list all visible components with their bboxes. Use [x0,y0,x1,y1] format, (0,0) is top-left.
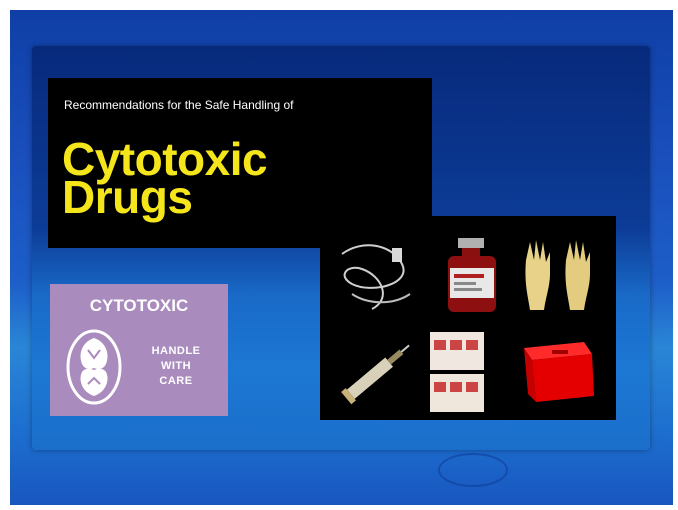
drug-vial-icon [448,238,496,312]
iv-tubing-icon [341,244,411,310]
handle-with-care-text: HANDLE WITH CARE [142,344,210,389]
care-line-3: CARE [159,375,193,387]
cytotoxic-hand-icon [66,329,122,405]
pad-packets-icon [430,332,484,412]
sharps-container-icon [524,342,594,402]
main-title-line2: Drugs [62,171,193,223]
cytotoxic-warning-label: CYTOTOXIC HANDLE WITH CARE [50,284,228,416]
care-line-2: WITH [160,360,192,372]
gloves-icon [525,240,590,310]
equipment-photo [320,216,616,420]
main-title: Cytotoxic Drugs [62,133,268,223]
water-ripple [438,453,508,487]
care-line-1: HANDLE [151,345,201,357]
label-heading: CYTOTOXIC [89,296,189,315]
main-title-line1: Cytotoxic [62,133,268,185]
subtitle: Recommendations for the Safe Handling of [64,98,294,112]
syringe-icon [341,344,410,405]
label-body: HANDLE WITH CARE [64,322,220,406]
